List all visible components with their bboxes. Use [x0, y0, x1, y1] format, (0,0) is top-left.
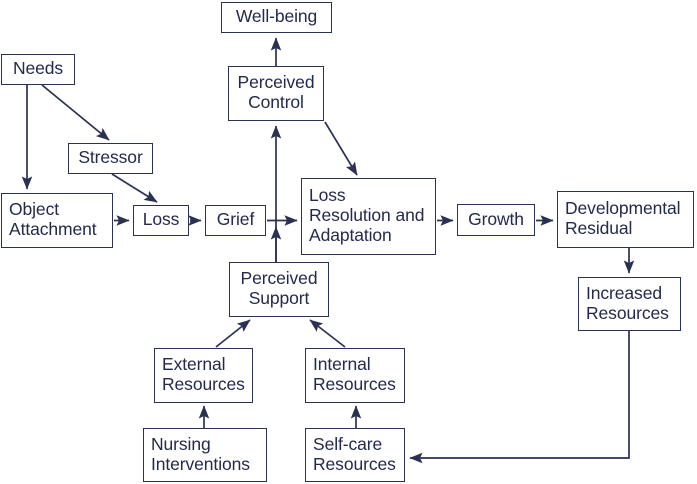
node-increased-resources[interactable]: Increased Resources	[578, 277, 681, 331]
edge-external-resources-to-perceived-support	[215, 319, 251, 348]
node-internal-resources[interactable]: Internal Resources	[305, 348, 405, 403]
node-growth[interactable]: Growth	[457, 204, 535, 236]
node-grief[interactable]: Grief	[205, 205, 266, 236]
node-stressor[interactable]: Stressor	[68, 143, 153, 174]
node-external-resources[interactable]: External Resources	[154, 348, 253, 403]
node-loss-resolution[interactable]: Loss Resolution and Adaptation	[301, 178, 436, 255]
node-self-care-resources[interactable]: Self-care Resources	[305, 428, 405, 482]
node-loss[interactable]: Loss	[133, 205, 189, 236]
node-object-attachment[interactable]: Object Attachment	[1, 193, 113, 248]
node-well-being[interactable]: Well-being	[221, 2, 332, 33]
edge-stressor-to-loss	[111, 173, 158, 203]
node-developmental-residual[interactable]: Developmental Residual	[557, 191, 694, 248]
edge-increased-resources-to-self-care-resources	[409, 331, 630, 464]
edge-internal-resources-to-perceived-support	[309, 319, 346, 348]
edge-perceived-control-to-loss-resolution	[324, 121, 358, 176]
node-needs[interactable]: Needs	[1, 54, 75, 85]
node-perceived-support[interactable]: Perceived Support	[229, 262, 329, 317]
node-perceived-control[interactable]: Perceived Control	[228, 66, 324, 121]
node-nursing-interventions[interactable]: Nursing Interventions	[143, 428, 267, 482]
edge-needs-to-stressor	[41, 84, 110, 141]
